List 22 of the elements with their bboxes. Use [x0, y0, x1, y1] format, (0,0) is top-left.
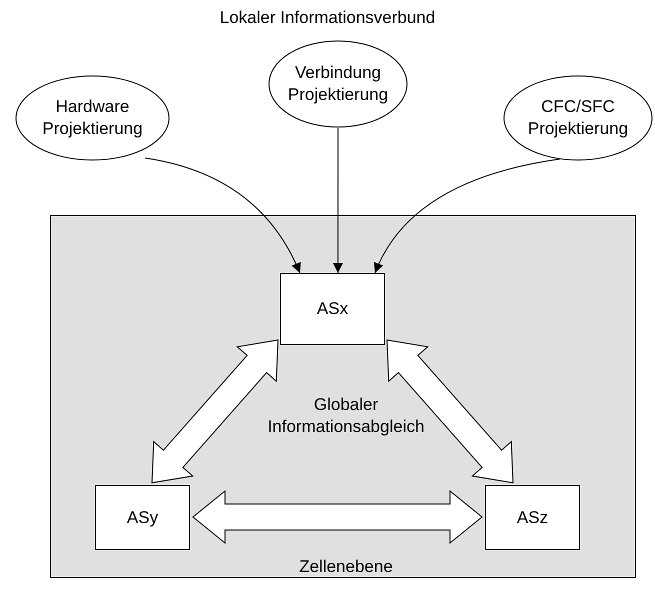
block-arrow [151, 339, 279, 484]
block-arrow [192, 490, 483, 544]
ellipse-node [15, 75, 170, 161]
ellipse-node [268, 40, 408, 128]
ellipse-node [503, 75, 653, 161]
diagram-title: Lokaler Informationsverbund [218, 8, 436, 28]
node-label: Verbindung Projektierung [286, 62, 390, 106]
station-box [485, 485, 580, 550]
node-label: ASy [126, 506, 158, 528]
node-label: Hardware Projektierung [41, 96, 144, 140]
node-label: CFC/SFC Projektierung [526, 96, 630, 140]
node-label: ASz [516, 506, 548, 528]
block-arrow [386, 339, 514, 484]
arrow [144, 158, 300, 274]
panel-label: Zellenebene [298, 556, 394, 578]
node-label: ASx [316, 298, 348, 320]
arrow [332, 128, 343, 274]
arrow [374, 158, 560, 274]
panel-label: Globaler Informationsabgleich [266, 394, 426, 438]
cell-level-panel [50, 215, 636, 578]
station-box [280, 273, 385, 345]
station-box [95, 485, 190, 550]
